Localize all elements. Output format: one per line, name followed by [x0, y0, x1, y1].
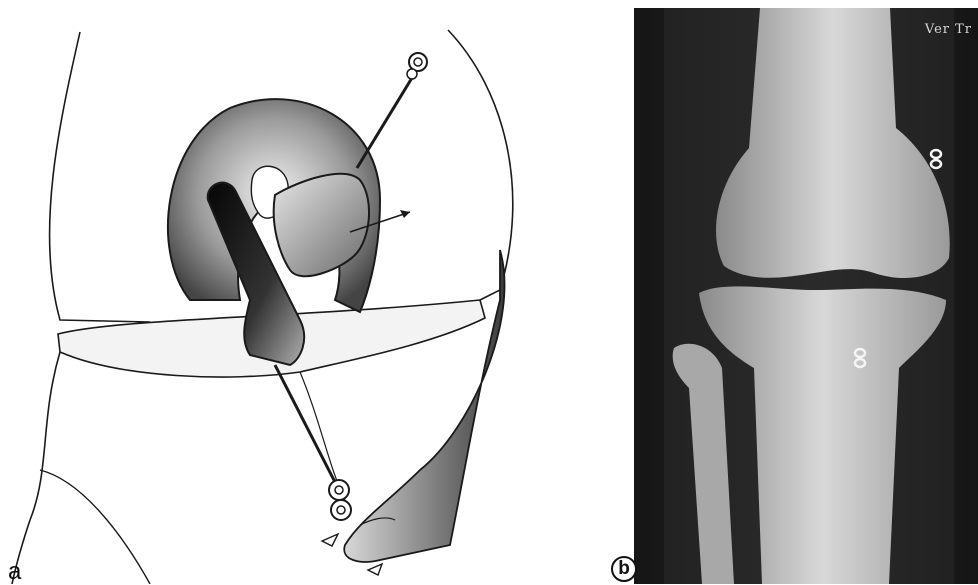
tibia-outline [12, 352, 60, 584]
staple-left [322, 534, 338, 546]
fibula-outline [40, 470, 150, 584]
hamstring-graft [344, 250, 504, 562]
upper-pin [357, 68, 418, 168]
radiograph-panel-b: Ver Tr [634, 8, 978, 584]
lower-pin [275, 365, 338, 488]
panel-label-b: b [611, 556, 637, 582]
panel-label-a: a [8, 560, 21, 584]
pin-icon [407, 53, 427, 79]
radiograph-overlay-text: Ver Tr [925, 22, 972, 37]
knee-illustration [0, 0, 600, 584]
illustration-panel-a [0, 0, 600, 584]
femur-outline [50, 32, 150, 322]
staple-icon [329, 480, 351, 520]
staple-right [368, 564, 382, 575]
knee-radiograph [634, 8, 978, 584]
